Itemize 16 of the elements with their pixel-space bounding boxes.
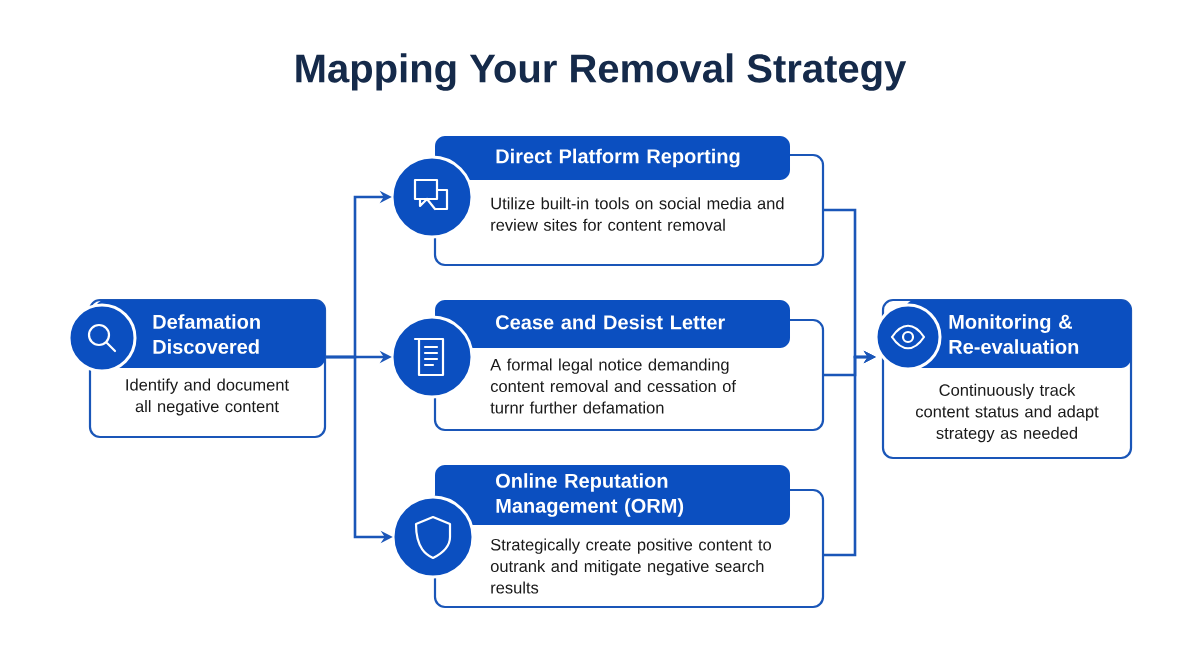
- card-text: Utilize built-in tools on social media and review sites for content removal: [491, 197, 784, 231]
- card-heading: Defamation Discovered: [153, 314, 260, 354]
- card-heading: Cease and Desist Letter: [496, 314, 725, 330]
- title: Mapping Your Removal Strategy: [296, 53, 907, 91]
- card-heading: Monitoring & Re-evaluation: [949, 314, 1079, 354]
- card-text: Continuously track content status and adapt strategy as needed: [916, 383, 1099, 443]
- step-card: [391, 465, 825, 609]
- step-card: [67, 298, 327, 439]
- card-text: Strategically create positive content to outrank and mitigate negative search results: [490, 538, 772, 594]
- card-heading: Direct Platform Reporting: [496, 148, 740, 168]
- card-text: Identify and document all negative content: [126, 378, 289, 416]
- step-card: [390, 136, 825, 267]
- card-text: A formal legal notice demanding content removal and cessation of turnr further defamation: [490, 358, 736, 414]
- card-heading: Online Reputation Management (ORM): [496, 473, 684, 517]
- step-card: [874, 298, 1133, 460]
- step-card: [390, 300, 825, 432]
